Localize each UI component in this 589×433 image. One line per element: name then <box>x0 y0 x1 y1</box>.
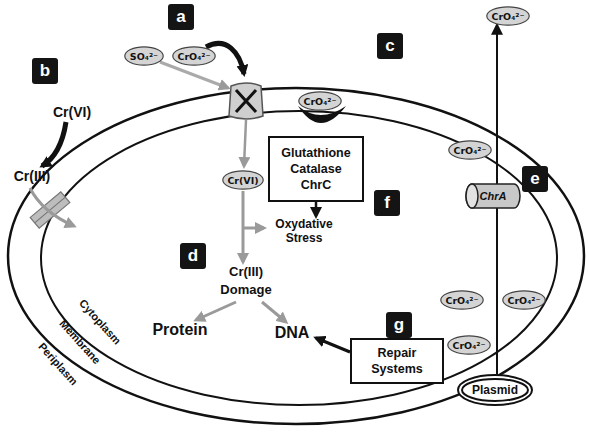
text-stack: CrO₄²⁻ <box>177 51 210 62</box>
callout-letter: e <box>522 166 548 192</box>
node-text: d <box>188 246 198 266</box>
cylinder-body <box>466 184 520 208</box>
sulfate-transporter <box>229 83 263 119</box>
text-stack: Plasmid <box>472 383 518 397</box>
text-stack: CrO₄²⁻ <box>491 11 524 22</box>
uptake-arrow <box>160 62 228 88</box>
node-text: CrO₄²⁻ <box>507 295 540 306</box>
text-stack: CrO₄²⁻ <box>453 145 486 156</box>
callout-letter: b <box>32 58 58 84</box>
node-text: CrO₄²⁻ <box>452 340 485 351</box>
text-label: Domage <box>220 283 271 298</box>
defense-arrow <box>315 202 318 216</box>
oval-shape <box>223 171 263 189</box>
text-label: Oxydative Stress <box>264 218 344 246</box>
oval-shape <box>125 47 163 65</box>
plasmid-oval: Plasmid <box>457 374 533 406</box>
node-text: Plasmid <box>472 383 518 397</box>
text-stack: CrO₄²⁻ <box>507 295 540 306</box>
text-label: Cr(III) <box>229 265 263 280</box>
callout-letter: c <box>377 33 403 59</box>
text-stack: SO₄²⁻ <box>130 51 158 62</box>
plasmid-ring <box>462 379 528 401</box>
damage-arrow <box>262 302 286 322</box>
process-box: Repair Systems <box>350 338 444 384</box>
text-stack: a <box>176 7 185 27</box>
node-text: Catalase <box>290 161 341 177</box>
node-text: ChrA <box>480 190 507 202</box>
node-text: CrO₄²⁻ <box>491 11 524 22</box>
ion-oval: Cr(VI) <box>222 170 264 190</box>
callout-letter: g <box>386 312 412 338</box>
text-stack: CrO₄²⁻ <box>445 295 478 306</box>
node-text: Cr(VI) <box>227 175 258 186</box>
import-arrow <box>30 188 74 226</box>
oval-shape <box>173 47 215 65</box>
node-text: Glutathione <box>281 145 350 161</box>
ion-oval: CrO₄²⁻ <box>440 290 484 310</box>
text-stack: c <box>385 36 394 56</box>
ion-oval: CrO₄²⁻ <box>447 335 491 355</box>
oval-shape <box>503 291 545 309</box>
plasmid-ring <box>458 375 532 405</box>
ion-oval: CrO₄²⁻ <box>502 290 546 310</box>
text-stack: f <box>384 193 390 213</box>
node-text: CrO₄²⁻ <box>177 51 210 62</box>
text-label: Cr(VI) <box>53 104 91 120</box>
ion-oval: CrO₄²⁻ <box>448 140 492 160</box>
oval-shape <box>441 291 483 309</box>
node-text: ChrC <box>301 177 332 193</box>
entry-arrow <box>244 120 246 166</box>
node-text: a <box>176 7 185 27</box>
text-stack: CrO₄²⁻ <box>303 96 336 107</box>
damage-arrow <box>196 302 236 320</box>
text-stack: GlutathioneCatalaseChrC <box>281 145 350 193</box>
node-text: CrO₄²⁻ <box>445 295 478 306</box>
text-label: Cr(III) <box>14 168 51 184</box>
ion-oval: CrO₄²⁻ <box>486 6 530 26</box>
repair-arrow <box>316 338 350 352</box>
inner-membrane <box>41 111 557 405</box>
node-text: c <box>385 36 394 56</box>
oval-shape <box>449 141 491 159</box>
text-label: Protein <box>152 321 207 339</box>
text-stack: CrO₄²⁻ <box>452 340 485 351</box>
text-stack: Repair Systems <box>362 345 432 377</box>
node-text: Repair Systems <box>362 345 432 377</box>
text-stack: d <box>188 246 198 266</box>
chra-pump: ChrA <box>464 180 522 212</box>
stress-arrow <box>243 227 264 230</box>
cylinder-cap <box>466 184 478 208</box>
node-text: f <box>384 193 390 213</box>
text-stack: b <box>40 61 50 81</box>
text-stack: g <box>394 315 404 335</box>
text-stack: ChrA <box>480 190 507 202</box>
text-stack: Cr(VI) <box>227 175 258 186</box>
text-stack: e <box>530 169 539 189</box>
node-text: SO₄²⁻ <box>130 51 158 62</box>
node-text: CrO₄²⁻ <box>453 145 486 156</box>
callout-letter: f <box>374 190 400 216</box>
transporter-body <box>229 83 263 119</box>
oval-shape <box>299 92 341 110</box>
node-text: e <box>530 169 539 189</box>
text-label: DNA <box>275 324 310 342</box>
node-text: b <box>40 61 50 81</box>
process-box: GlutathioneCatalaseChrC <box>268 136 364 202</box>
ion-oval: CrO₄²⁻ <box>172 46 216 66</box>
oval-shape <box>487 7 529 25</box>
callout-letter: d <box>180 243 206 269</box>
ion-oval: SO₄²⁻ <box>124 46 164 66</box>
callout-letter: a <box>168 4 194 30</box>
node-text: CrO₄²⁻ <box>303 96 336 107</box>
oval-shape <box>448 336 490 354</box>
ion-oval: CrO₄²⁻ <box>298 91 342 111</box>
transporter-cross <box>236 90 256 112</box>
node-text: g <box>394 315 404 335</box>
reduction-curve-arrow <box>42 122 66 166</box>
